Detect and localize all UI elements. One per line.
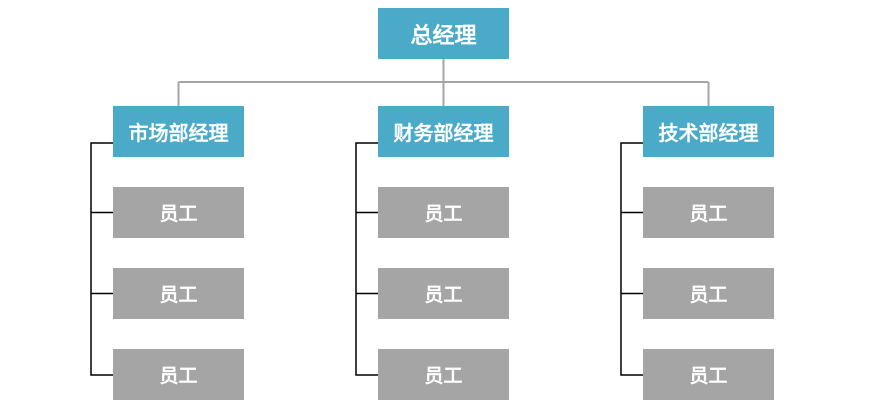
employee-label: 员工 — [159, 365, 198, 387]
employee-box: 员工 — [378, 268, 509, 319]
general-manager-box: 总经理 — [378, 8, 509, 59]
employee-box: 员工 — [378, 187, 509, 238]
employee-label: 员工 — [689, 203, 728, 225]
employee-label: 员工 — [689, 365, 728, 387]
bracket-dept-1 — [90, 142, 113, 376]
employee-label: 员工 — [159, 203, 198, 225]
department-manager-label: 技术部经理 — [658, 121, 759, 145]
employee-label: 员工 — [424, 365, 463, 387]
employee-box: 员工 — [643, 349, 774, 400]
department-manager-box-tech: 技术部经理 — [643, 106, 774, 157]
employee-label: 员工 — [159, 284, 198, 306]
employee-box: 员工 — [113, 349, 244, 400]
employee-box: 员工 — [643, 187, 774, 238]
department-manager-box-finance: 财务部经理 — [378, 106, 509, 157]
general-manager-label: 总经理 — [410, 23, 477, 49]
department-manager-label: 财务部经理 — [393, 121, 494, 145]
employee-label: 员工 — [689, 284, 728, 306]
employee-box: 员工 — [113, 187, 244, 238]
bracket-dept-3 — [620, 142, 643, 376]
employee-label: 员工 — [424, 203, 463, 225]
employee-label: 员工 — [424, 284, 463, 306]
employee-box: 员工 — [378, 349, 509, 400]
employee-box: 员工 — [113, 268, 244, 319]
bracket-dept-2 — [355, 142, 378, 376]
department-manager-box-market: 市场部经理 — [113, 106, 244, 157]
department-manager-label: 市场部经理 — [128, 121, 229, 145]
employee-box: 员工 — [643, 268, 774, 319]
